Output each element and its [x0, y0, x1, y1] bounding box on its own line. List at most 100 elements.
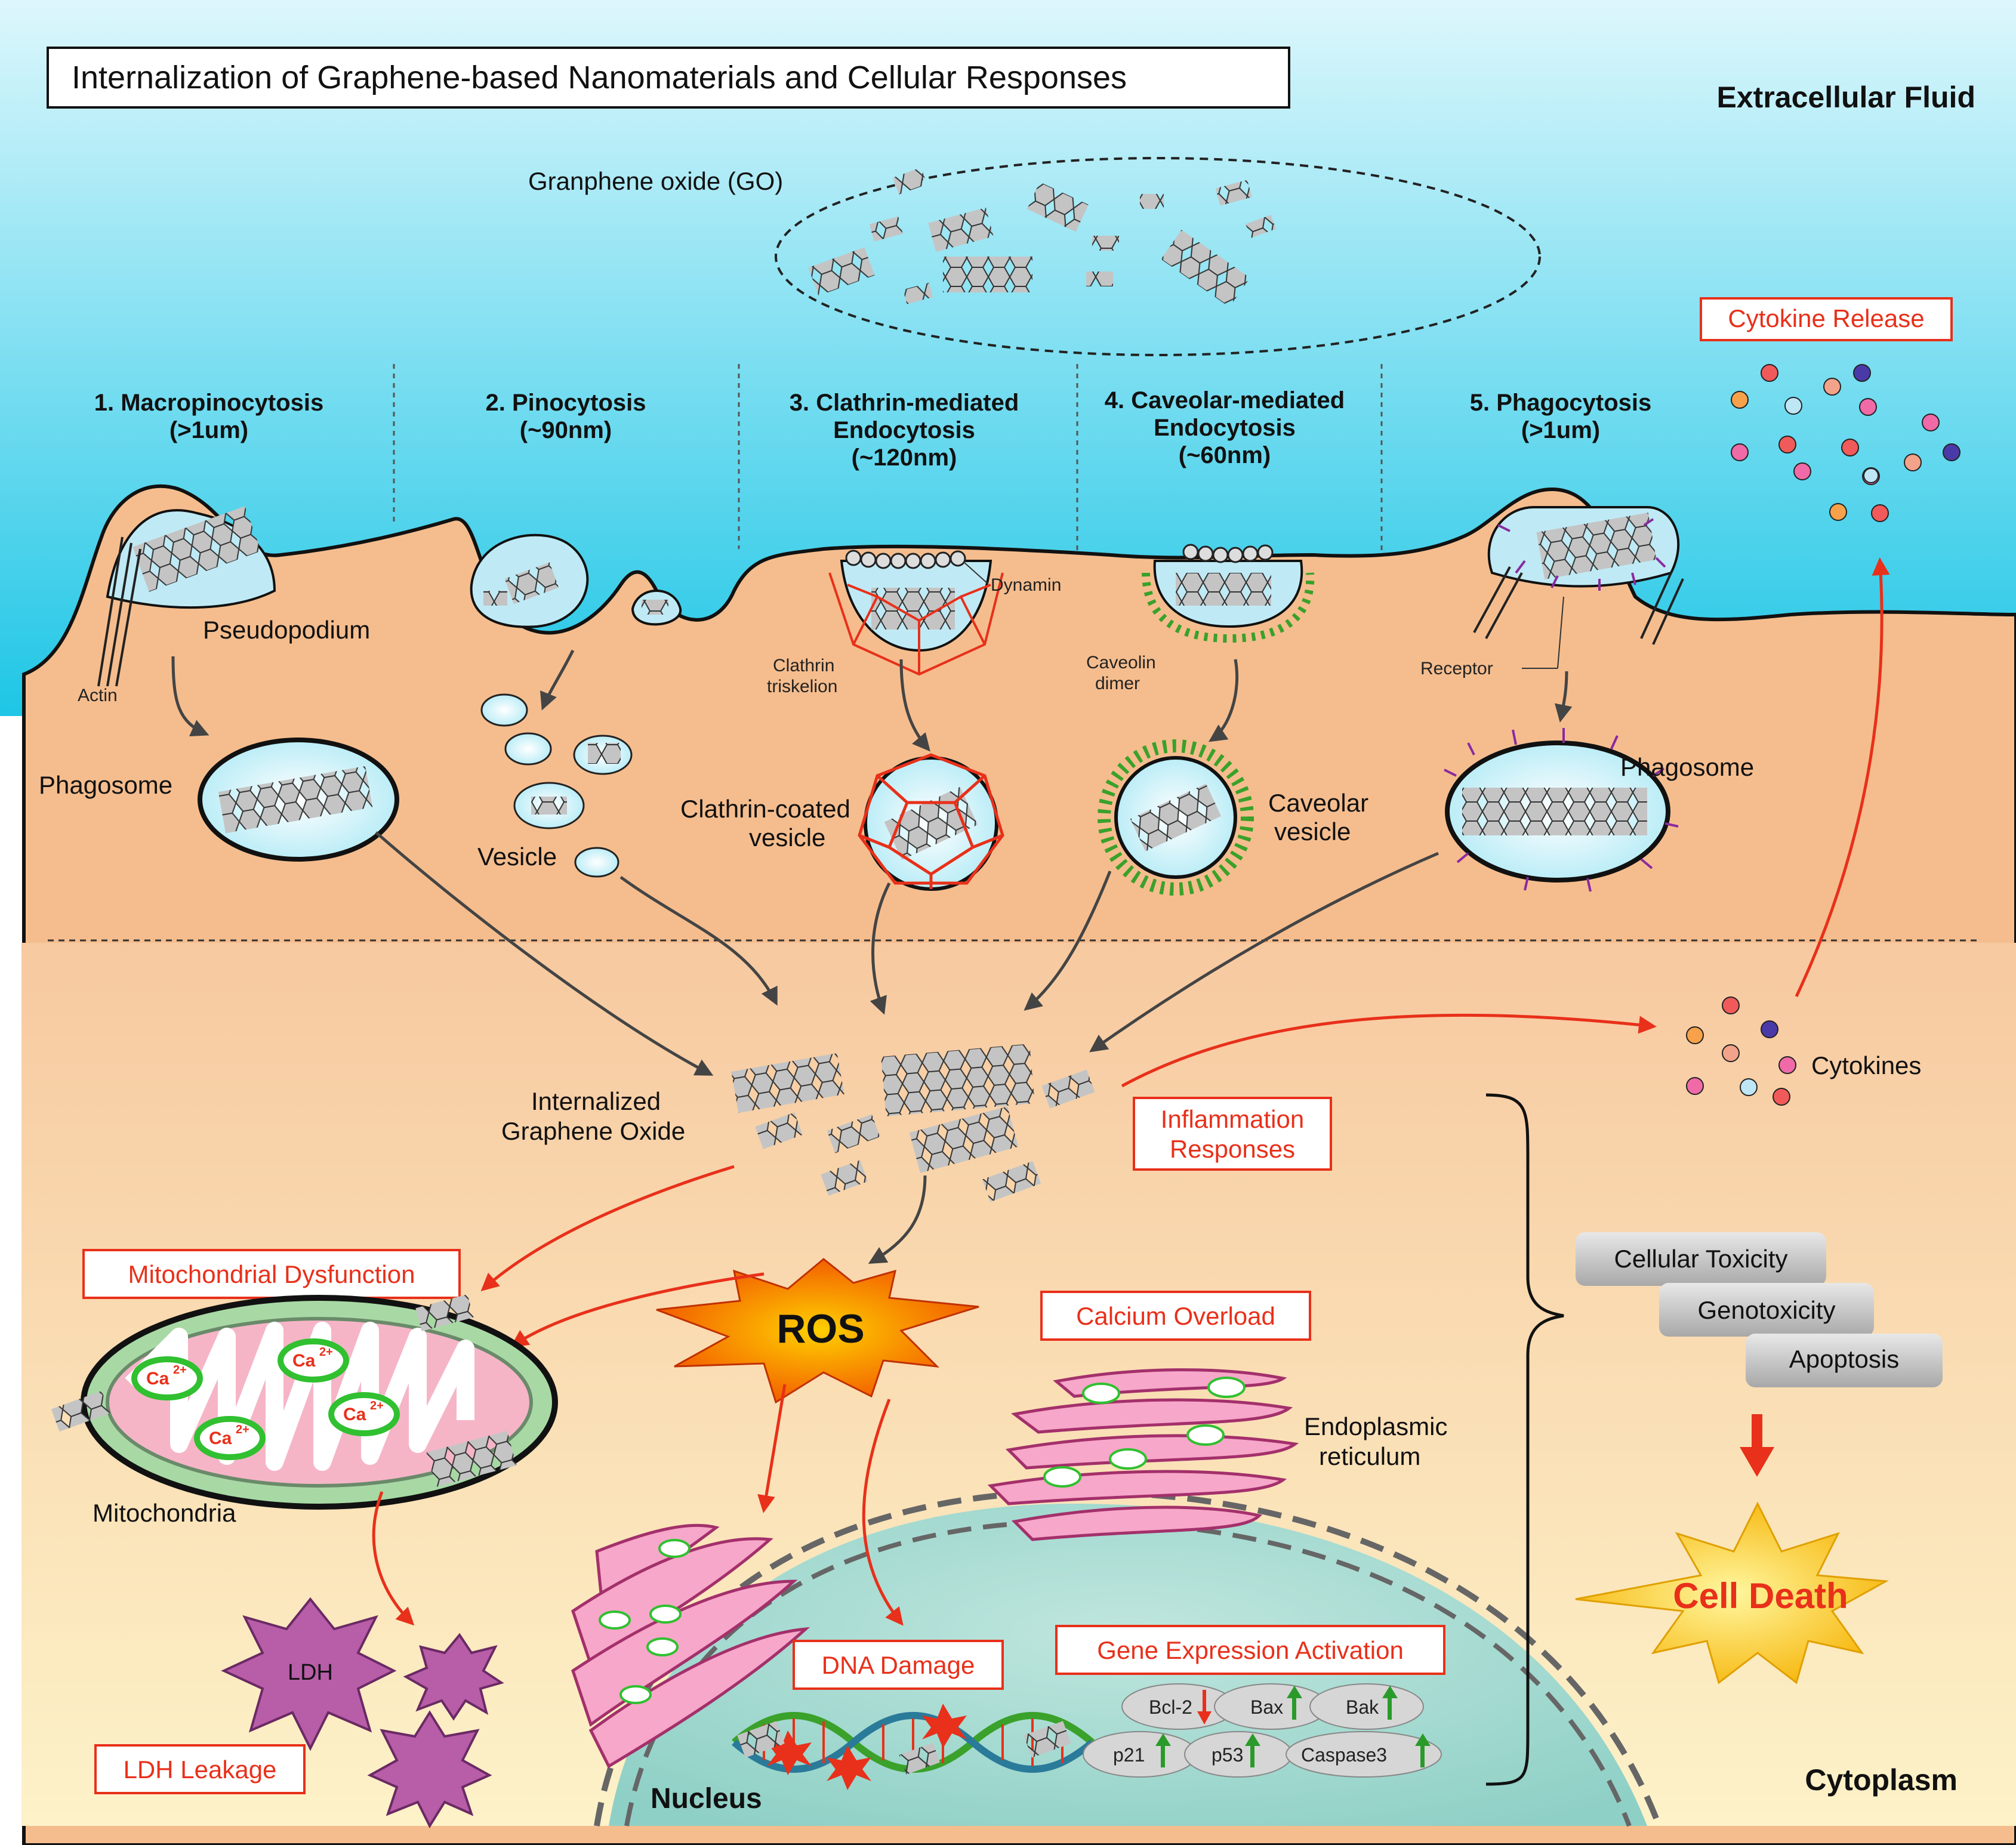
- pinocytic-vesicles: Vesicle: [477, 693, 633, 878]
- pathway-headers: 1. Macropinocytosis (>1um) 2. Pinocytosi…: [94, 387, 1652, 471]
- gene-expression-box: Gene Expression Activation: [1097, 1636, 1404, 1664]
- gene-pills: Bcl-2 Bax Bak p21 p53 Caspase3: [1083, 1683, 1442, 1778]
- arrow-to-cytokines: [1121, 1013, 1657, 1088]
- up-arrow-icon: [1155, 1686, 1431, 1767]
- caveolin-dimer-label-1: Caveolin: [1086, 653, 1156, 672]
- pathway-3-size: (~120nm): [852, 445, 957, 471]
- mitochondrion: Ca Ca Ca Ca 2+ 2+ 2+ 2+ Mitochondria: [51, 1294, 558, 1527]
- phagosome-right: Phagosome: [1444, 728, 1754, 892]
- ca-label-2: Ca: [292, 1351, 316, 1371]
- internalized-go: Internalized Graphene Oxide: [501, 1044, 1095, 1202]
- ca-sup-3: 2+: [370, 1399, 384, 1412]
- arrow-ros-dna: [862, 1399, 904, 1626]
- caveolar-vesicle-label-1: Caveolar: [1268, 789, 1368, 817]
- er-upper: Endoplasmic reticulum: [987, 1368, 1447, 1541]
- cell-death-star: [1575, 1501, 1889, 1684]
- ca-sup-2: 2+: [319, 1346, 333, 1359]
- caveolin-dimer-label-2: dimer: [1095, 674, 1140, 693]
- down-arrow-icon: [1197, 1690, 1212, 1724]
- title: Internalization of Graphene-based Nanoma…: [72, 60, 1127, 95]
- go-cloud-label: Granphene oxide (GO): [528, 167, 783, 195]
- inflammation-box-2: Responses: [1170, 1135, 1295, 1163]
- pinocytosis: [470, 533, 682, 628]
- cytokine-dots-top: [1731, 364, 1960, 522]
- outcomes: Cellular Toxicity Genotoxicity Apoptosis…: [1575, 1232, 1943, 1684]
- clathrin-coated-vesicle: Clathrin-coated vesicle: [680, 753, 1004, 891]
- go-cloud: [775, 157, 1541, 356]
- pathway-2-size: (~90nm): [520, 417, 612, 443]
- title-box: [47, 47, 1290, 109]
- clathrin-vesicle-label-1: Clathrin-coated: [680, 795, 850, 823]
- ca-label-1: Ca: [146, 1369, 169, 1389]
- region-extracellular: Extracellular Fluid: [1717, 81, 1975, 114]
- pathway-4-size: (~60nm): [1179, 442, 1271, 468]
- mitochondria-label: Mitochondria: [93, 1499, 236, 1527]
- arrow-to-ros: [868, 1175, 927, 1264]
- uptake-arrows: [171, 649, 1573, 752]
- arrow-ros-mito: [510, 1272, 765, 1348]
- pathway-5-name: 5. Phagocytosis: [1470, 390, 1652, 416]
- calcium-overload-box: Calcium Overload: [1076, 1302, 1275, 1330]
- er-label-2: reticulum: [1319, 1442, 1420, 1470]
- inflammation-box-1: Inflammation: [1161, 1105, 1304, 1133]
- ldh-label: LDH: [288, 1660, 333, 1685]
- pathway-1-name: 1. Macropinocytosis: [94, 390, 324, 416]
- gene-bak: Bak: [1346, 1696, 1379, 1718]
- caveolar-vesicle-label-2: vesicle: [1274, 817, 1351, 846]
- actin-label: Actin: [78, 686, 118, 705]
- convergence-arrows: [375, 831, 1439, 1076]
- arrow-ros-er: [757, 1384, 787, 1513]
- er-lower: [571, 1523, 810, 1769]
- clathrin-triskelion-label-2: triskelion: [767, 677, 837, 696]
- gene-bax: Bax: [1250, 1696, 1283, 1718]
- arrow-to-release: [1795, 557, 1890, 998]
- pathway-4-name2: Endocytosis: [1154, 415, 1296, 441]
- ca-sup-4: 2+: [236, 1423, 249, 1436]
- pathway-4-name: 4. Caveolar-mediated: [1105, 387, 1345, 414]
- cell-death: Cell Death: [1673, 1576, 1848, 1616]
- cytokine-dots: [1686, 996, 1796, 1106]
- clathrin-vesicle-label-2: vesicle: [749, 823, 825, 851]
- nucleus-label: Nucleus: [651, 1783, 762, 1815]
- clathrin-pit: Dynamin Clathrin triskelion: [767, 550, 1061, 696]
- dynamin-label: Dynamin: [991, 575, 1061, 595]
- phagocytosis-cup: Receptor: [1420, 506, 1684, 678]
- cellular-toxicity: Cellular Toxicity: [1614, 1245, 1788, 1273]
- cytokines-label: Cytokines: [1811, 1051, 1921, 1079]
- outcome-brace: [1485, 1093, 1564, 1786]
- dna-damage-box: DNA Damage: [822, 1651, 975, 1679]
- internalized-label-1: Internalized: [531, 1087, 661, 1115]
- pathway-5-size: (>1um): [1521, 417, 1600, 443]
- ros-star: [656, 1258, 979, 1404]
- phagosome-left-label: Phagosome: [39, 771, 172, 799]
- pathway-2-name: 2. Pinocytosis: [486, 390, 646, 416]
- region-cytoplasm: Cytoplasm: [1805, 1763, 1958, 1797]
- cytokine-release-box: Cytokine Release: [1728, 304, 1924, 332]
- gene-p53: p53: [1212, 1744, 1243, 1766]
- ca-sup-1: 2+: [173, 1363, 187, 1377]
- receptor-label: Receptor: [1420, 659, 1493, 678]
- macropinocytosis: Pseudopodium Actin: [78, 506, 370, 705]
- pseudopodium-label: Pseudopodium: [203, 616, 370, 644]
- pathway-3-name: 3. Clathrin-mediated: [790, 390, 1019, 416]
- internalized-label-2: Graphene Oxide: [501, 1117, 685, 1145]
- ldh-stars: [221, 1597, 504, 1829]
- pathway-1-size: (>1um): [169, 417, 248, 443]
- clathrin-triskelion-label-1: Clathrin: [773, 656, 834, 675]
- caveolar-pit: Caveolin dimer: [1086, 544, 1315, 693]
- genotoxicity: Genotoxicity: [1697, 1296, 1835, 1324]
- pathway-dividers: [393, 364, 1383, 555]
- phagosome-left: Phagosome: [39, 738, 399, 862]
- arrow-go-mito: [480, 1165, 735, 1291]
- mito-dysfunction-box: Mitochondrial Dysfunction: [128, 1260, 415, 1288]
- pathway-3-name2: Endocytosis: [833, 417, 975, 443]
- caveolar-vesicle: Caveolar vesicle: [1098, 739, 1368, 896]
- ca-label-3: Ca: [343, 1405, 366, 1424]
- phagosome-right-label: Phagosome: [1620, 753, 1754, 781]
- ldh-leakage-box: LDH Leakage: [124, 1755, 277, 1784]
- gene-bcl2: Bcl-2: [1149, 1696, 1192, 1718]
- gene-p21: p21: [1113, 1744, 1145, 1766]
- dna-helix: [732, 1704, 1095, 1790]
- ca-label-4: Ca: [209, 1429, 232, 1448]
